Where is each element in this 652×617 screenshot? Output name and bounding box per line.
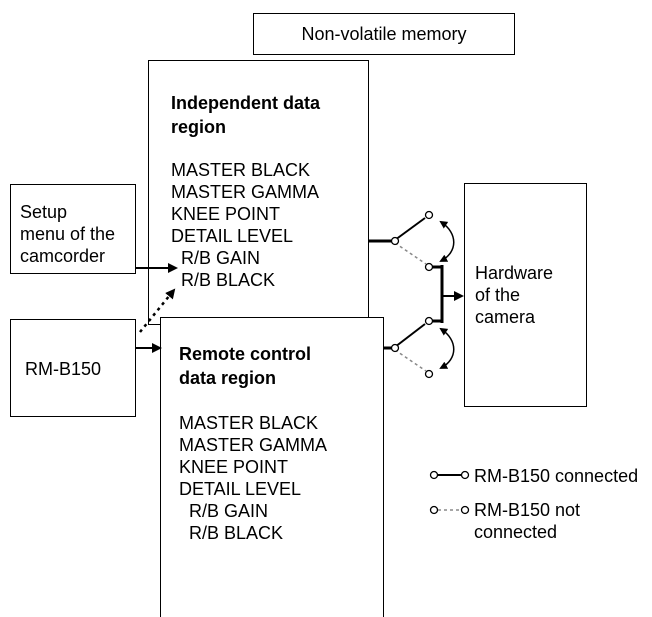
setup-menu-label: Setup menu of the camcorder <box>20 202 116 266</box>
legend-connected-label: RM-B150 connected <box>474 466 639 486</box>
independent-region-switch <box>369 210 455 272</box>
independent-item: MASTER BLACK <box>171 160 311 180</box>
legend-not-connected-label: RM-B150 not connected <box>474 500 581 542</box>
independent-subitem: R/B BLACK <box>181 270 276 290</box>
hardware-label: Hardware of the camera <box>475 263 554 327</box>
independent-item: DETAIL LEVEL <box>171 226 294 246</box>
independent-region-title: Independent data region <box>171 93 321 137</box>
independent-data-region: Independent data region MASTER BLACK MAS… <box>148 60 369 325</box>
remote-item: MASTER GAMMA <box>179 435 328 455</box>
remote-region-title: Remote control data region <box>179 344 312 388</box>
remote-item: KNEE POINT <box>179 457 289 477</box>
remote-control-data-region: Remote control data region MASTER BLACK … <box>160 317 384 617</box>
hardware-of-camera-box: Hardware of the camera <box>464 183 587 407</box>
remote-item-list: MASTER BLACK MASTER GAMMA KNEE POINT DET… <box>179 412 327 544</box>
remote-subitem: R/B BLACK <box>189 523 284 543</box>
remote-item: MASTER BLACK <box>179 413 319 433</box>
remote-region-switch <box>384 316 455 379</box>
remote-item: DETAIL LEVEL <box>179 479 302 499</box>
legend-not-connected-symbol <box>429 505 470 515</box>
remote-subitem: R/B GAIN <box>189 501 269 521</box>
legend-connected-symbol <box>429 470 470 480</box>
independent-subitem: R/B GAIN <box>181 248 261 268</box>
rm-b150-label: RM-B150 <box>25 359 102 379</box>
rmb150-to-independent-dotted-arrow <box>139 288 176 333</box>
non-volatile-memory-box: Non-volatile memory <box>253 13 515 55</box>
independent-item-list: MASTER BLACK MASTER GAMMA KNEE POINT DET… <box>171 159 319 291</box>
switch-bus-to-hardware <box>432 265 464 323</box>
rm-b150-box: RM-B150 <box>10 319 136 417</box>
non-volatile-memory-label: Non-volatile memory <box>301 24 467 44</box>
setup-menu-box: Setup menu of the camcorder <box>10 184 136 274</box>
independent-item: KNEE POINT <box>171 204 281 224</box>
independent-item: MASTER GAMMA <box>171 182 320 202</box>
